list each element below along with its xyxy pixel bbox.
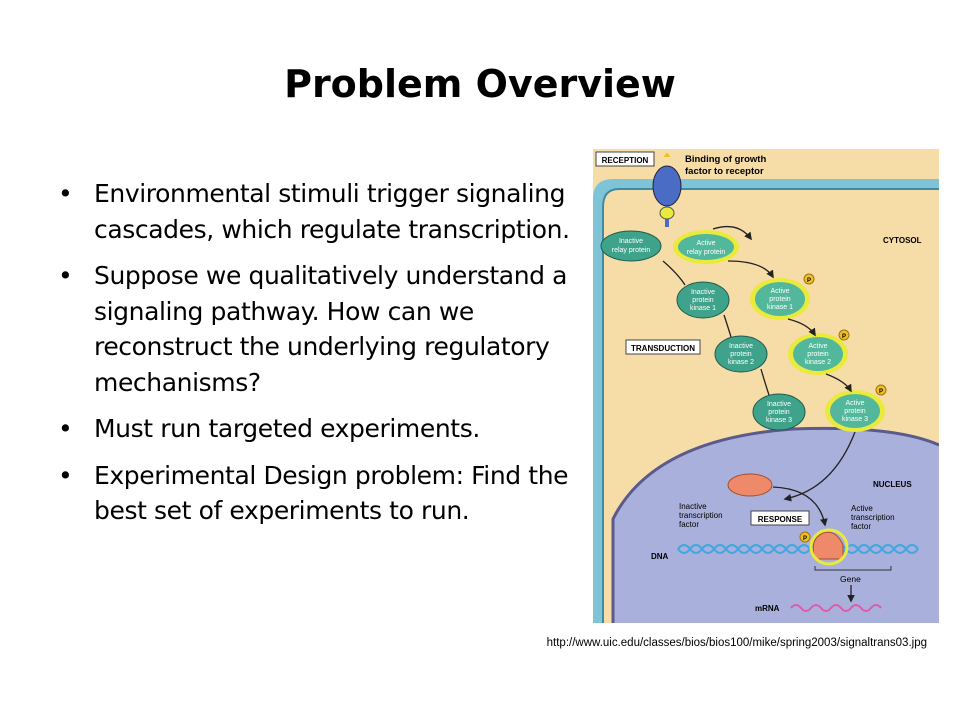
inactive-kinase-1-line2: protein	[692, 297, 714, 304]
active-kinase-1-line1: Active	[770, 288, 789, 295]
phosphate-label: P	[803, 536, 807, 542]
active-kinase-3-line1: Active	[845, 400, 864, 407]
inactive-relay-protein: Inactive relay protein	[600, 230, 662, 262]
inactive-kinase-3-line2: protein	[768, 409, 790, 416]
mrna-label: mRNA	[755, 604, 780, 613]
inactive-tf-line1: Inactive	[679, 502, 707, 511]
active-kinase-1-line3: kinase 1	[767, 304, 793, 311]
cascade-arrows	[662, 225, 856, 502]
signal-transduction-diagram: RECEPTION Binding of growth factor to re…	[593, 149, 939, 623]
active-tf-line2: transcription	[851, 513, 895, 522]
inactive-kinase-1-line3: kinase 1	[690, 305, 716, 312]
active-kinase-3: Active protein kinase 3	[825, 390, 885, 432]
nucleus-region	[613, 428, 939, 623]
reception-box: RECEPTION	[595, 151, 655, 167]
cytosol-label: CYTOSOL	[883, 236, 922, 245]
phosphate-label: P	[842, 334, 846, 340]
inactive-relay-line1: Inactive	[619, 238, 643, 245]
active-kinase-1-line2: protein	[769, 296, 791, 303]
membrane-edge	[602, 188, 939, 623]
inactive-kinase-1: Inactive protein kinase 1	[676, 281, 730, 319]
phosphate-icon: P	[838, 329, 850, 341]
bullet-text: Must run targeted experiments.	[94, 414, 480, 443]
active-relay-protein: Active relay protein	[673, 230, 739, 264]
dna-label: DNA	[651, 552, 669, 561]
inactive-kinase-2-line3: kinase 2	[728, 359, 754, 366]
phosphate-label: P	[807, 278, 811, 284]
nucleus-label: NUCLEUS	[873, 480, 912, 489]
response-label: RESPONSE	[758, 515, 803, 524]
binding-label-line1: Binding of growth	[685, 154, 766, 165]
inactive-kinase-3-line1: Inactive	[767, 401, 791, 408]
bullet-dot-icon: •	[58, 179, 73, 208]
growth-factor-receptor	[652, 153, 682, 227]
inactive-kinase-3-line3: kinase 3	[766, 417, 792, 424]
phosphate-icon: P	[875, 384, 887, 396]
inactive-kinase-2: Inactive protein kinase 2	[714, 335, 768, 373]
bullet-item: • Suppose we qualitatively understand a s…	[58, 258, 588, 400]
reception-label: RECEPTION	[602, 156, 649, 165]
inactive-relay-line2: relay protein	[612, 247, 651, 254]
bullet-dot-icon: •	[58, 414, 73, 443]
inactive-kinase-3: Inactive protein kinase 3	[752, 393, 806, 431]
inactive-tf-line2: transcription	[679, 511, 723, 520]
inactive-transcription-factor	[727, 473, 773, 497]
active-kinase-3-line3: kinase 3	[842, 416, 868, 423]
phosphate-label: P	[879, 389, 883, 395]
image-source-url: http://www.uic.edu/classes/bios/bios100/…	[546, 637, 927, 649]
bullet-dot-icon: •	[58, 460, 73, 490]
bullet-item: • Must run targeted experiments.	[58, 411, 588, 447]
active-kinase-2-line2: protein	[807, 351, 829, 358]
inactive-kinase-1-line1: Inactive	[691, 289, 715, 296]
active-relay-line2: relay protein	[687, 249, 726, 256]
bullet-text: Experimental Design problem: Find the be…	[94, 460, 569, 526]
transduction-box: TRANSDUCTION	[625, 339, 701, 355]
active-tf-line3: factor	[851, 522, 871, 531]
transduction-label: TRANSDUCTION	[631, 344, 695, 353]
dna-double-helix	[677, 543, 919, 555]
inactive-kinase-2-line2: protein	[730, 351, 752, 358]
binding-label-line2: factor to receptor	[685, 166, 764, 177]
bullet-dot-icon: •	[58, 261, 73, 290]
bullet-list: • Environmental stimuli trigger signaling…	[58, 176, 588, 540]
bullet-item: • Experimental Design problem: Find the b…	[58, 458, 588, 529]
inactive-tf-line3: factor	[679, 520, 699, 529]
active-kinase-2-line1: Active	[808, 343, 827, 350]
gene-bracket	[814, 566, 892, 571]
active-relay-line1: Active	[696, 240, 715, 247]
response-box: RESPONSE	[750, 510, 810, 526]
active-kinase-1: Active protein kinase 1	[750, 278, 810, 320]
bullet-item: • Environmental stimuli trigger signaling…	[58, 176, 588, 247]
bullet-text: Environmental stimuli trigger signaling …	[94, 179, 570, 244]
slide-title: Problem Overview	[284, 62, 676, 106]
inactive-kinase-2-line1: Inactive	[729, 343, 753, 350]
active-kinase-3-line2: protein	[844, 408, 866, 415]
bullet-text: Suppose we qualitatively understand a si…	[94, 261, 568, 397]
active-tf-line1: Active	[851, 504, 873, 513]
mrna-strand	[790, 604, 882, 612]
tf-activation-arrow	[772, 486, 828, 527]
active-kinase-2-line3: kinase 2	[805, 359, 831, 366]
active-transcription-factor	[809, 528, 849, 566]
phosphate-icon: P	[799, 531, 811, 543]
phosphate-icon: P	[803, 273, 815, 285]
active-kinase-2: Active protein kinase 2	[788, 333, 848, 375]
gene-label: Gene	[840, 574, 861, 584]
